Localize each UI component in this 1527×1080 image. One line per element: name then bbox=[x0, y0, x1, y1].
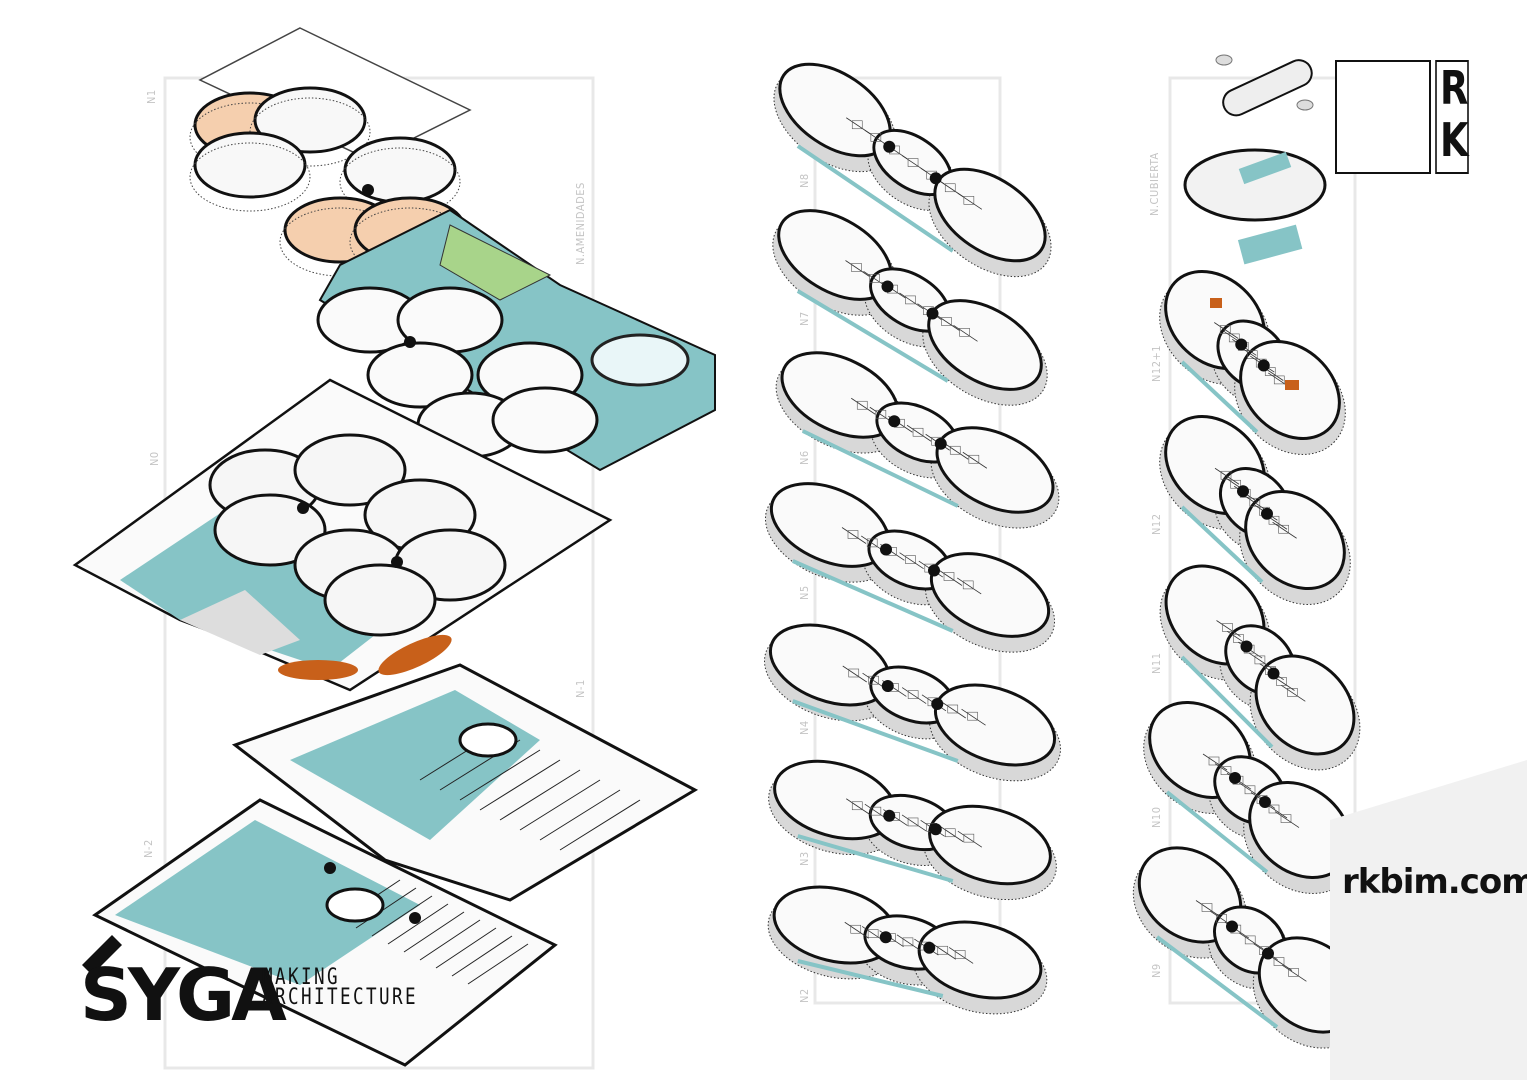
floor-plate-n2 bbox=[767, 885, 1048, 1015]
floor-plate-n-1 bbox=[231, 663, 699, 902]
floor-plate-n12-1 bbox=[1159, 270, 1346, 455]
level-label-n-amenidades: N.AMENIDADES bbox=[574, 182, 587, 265]
syga-logo: SYGA bbox=[80, 953, 287, 1037]
floor-plate-n10 bbox=[1143, 701, 1357, 894]
floor-plate-n12 bbox=[1159, 414, 1351, 605]
syga-tagline: MAKING ARCHITECTURE bbox=[262, 965, 418, 1010]
syga-tagline-2: ARCHITECTURE bbox=[262, 985, 418, 1010]
rk-logo-letters: RK bbox=[1435, 60, 1469, 174]
floor-plate-n4 bbox=[764, 623, 1061, 782]
level-label-n12-1: N12+1 bbox=[1150, 344, 1163, 382]
level-label-n-1: N-1 bbox=[574, 679, 587, 698]
left-column-plans bbox=[72, 27, 716, 1067]
level-label-n5: N5 bbox=[798, 585, 811, 600]
level-label-n9: N9 bbox=[1150, 963, 1163, 978]
floor-plate-n7 bbox=[772, 209, 1048, 406]
roof-plan bbox=[1183, 54, 1327, 265]
level-label-n6: N6 bbox=[798, 450, 811, 465]
level-label-n11: N11 bbox=[1150, 652, 1163, 675]
floor-plate-n5 bbox=[764, 482, 1056, 653]
floor-plate-n0 bbox=[72, 378, 613, 692]
level-label-n4: N4 bbox=[798, 720, 811, 735]
level-label-n7: N7 bbox=[798, 311, 811, 326]
level-label-n10: N10 bbox=[1150, 806, 1163, 829]
rk-logo-box bbox=[1335, 60, 1431, 174]
syga-roof-mark bbox=[82, 935, 122, 975]
level-label-n2: N2 bbox=[798, 988, 811, 1003]
level-label-n1: N1 bbox=[145, 89, 158, 104]
floor-plate-n6 bbox=[775, 351, 1060, 529]
level-label-n0: N0 bbox=[148, 451, 161, 466]
level-label-n-cubierta: N.CUBIERTA bbox=[1148, 152, 1161, 216]
level-label-n12: N12 bbox=[1150, 513, 1163, 536]
syga-tagline-1: MAKING bbox=[262, 965, 340, 990]
floor-plate-n8 bbox=[773, 62, 1052, 278]
level-label-n3: N3 bbox=[798, 851, 811, 866]
floor-plate-n-2 bbox=[92, 798, 558, 1067]
level-label-n8: N8 bbox=[798, 173, 811, 188]
level-label-n-2: N-2 bbox=[142, 839, 155, 858]
website-label[interactable]: rkbim.com bbox=[1342, 862, 1527, 902]
floor-plate-n3 bbox=[768, 759, 1057, 901]
middle-column-plans bbox=[764, 62, 1061, 1015]
website-banner-shape bbox=[1330, 760, 1527, 1080]
floor-plate-n11 bbox=[1159, 564, 1361, 771]
floor-plate-n-amenidades bbox=[316, 208, 716, 472]
